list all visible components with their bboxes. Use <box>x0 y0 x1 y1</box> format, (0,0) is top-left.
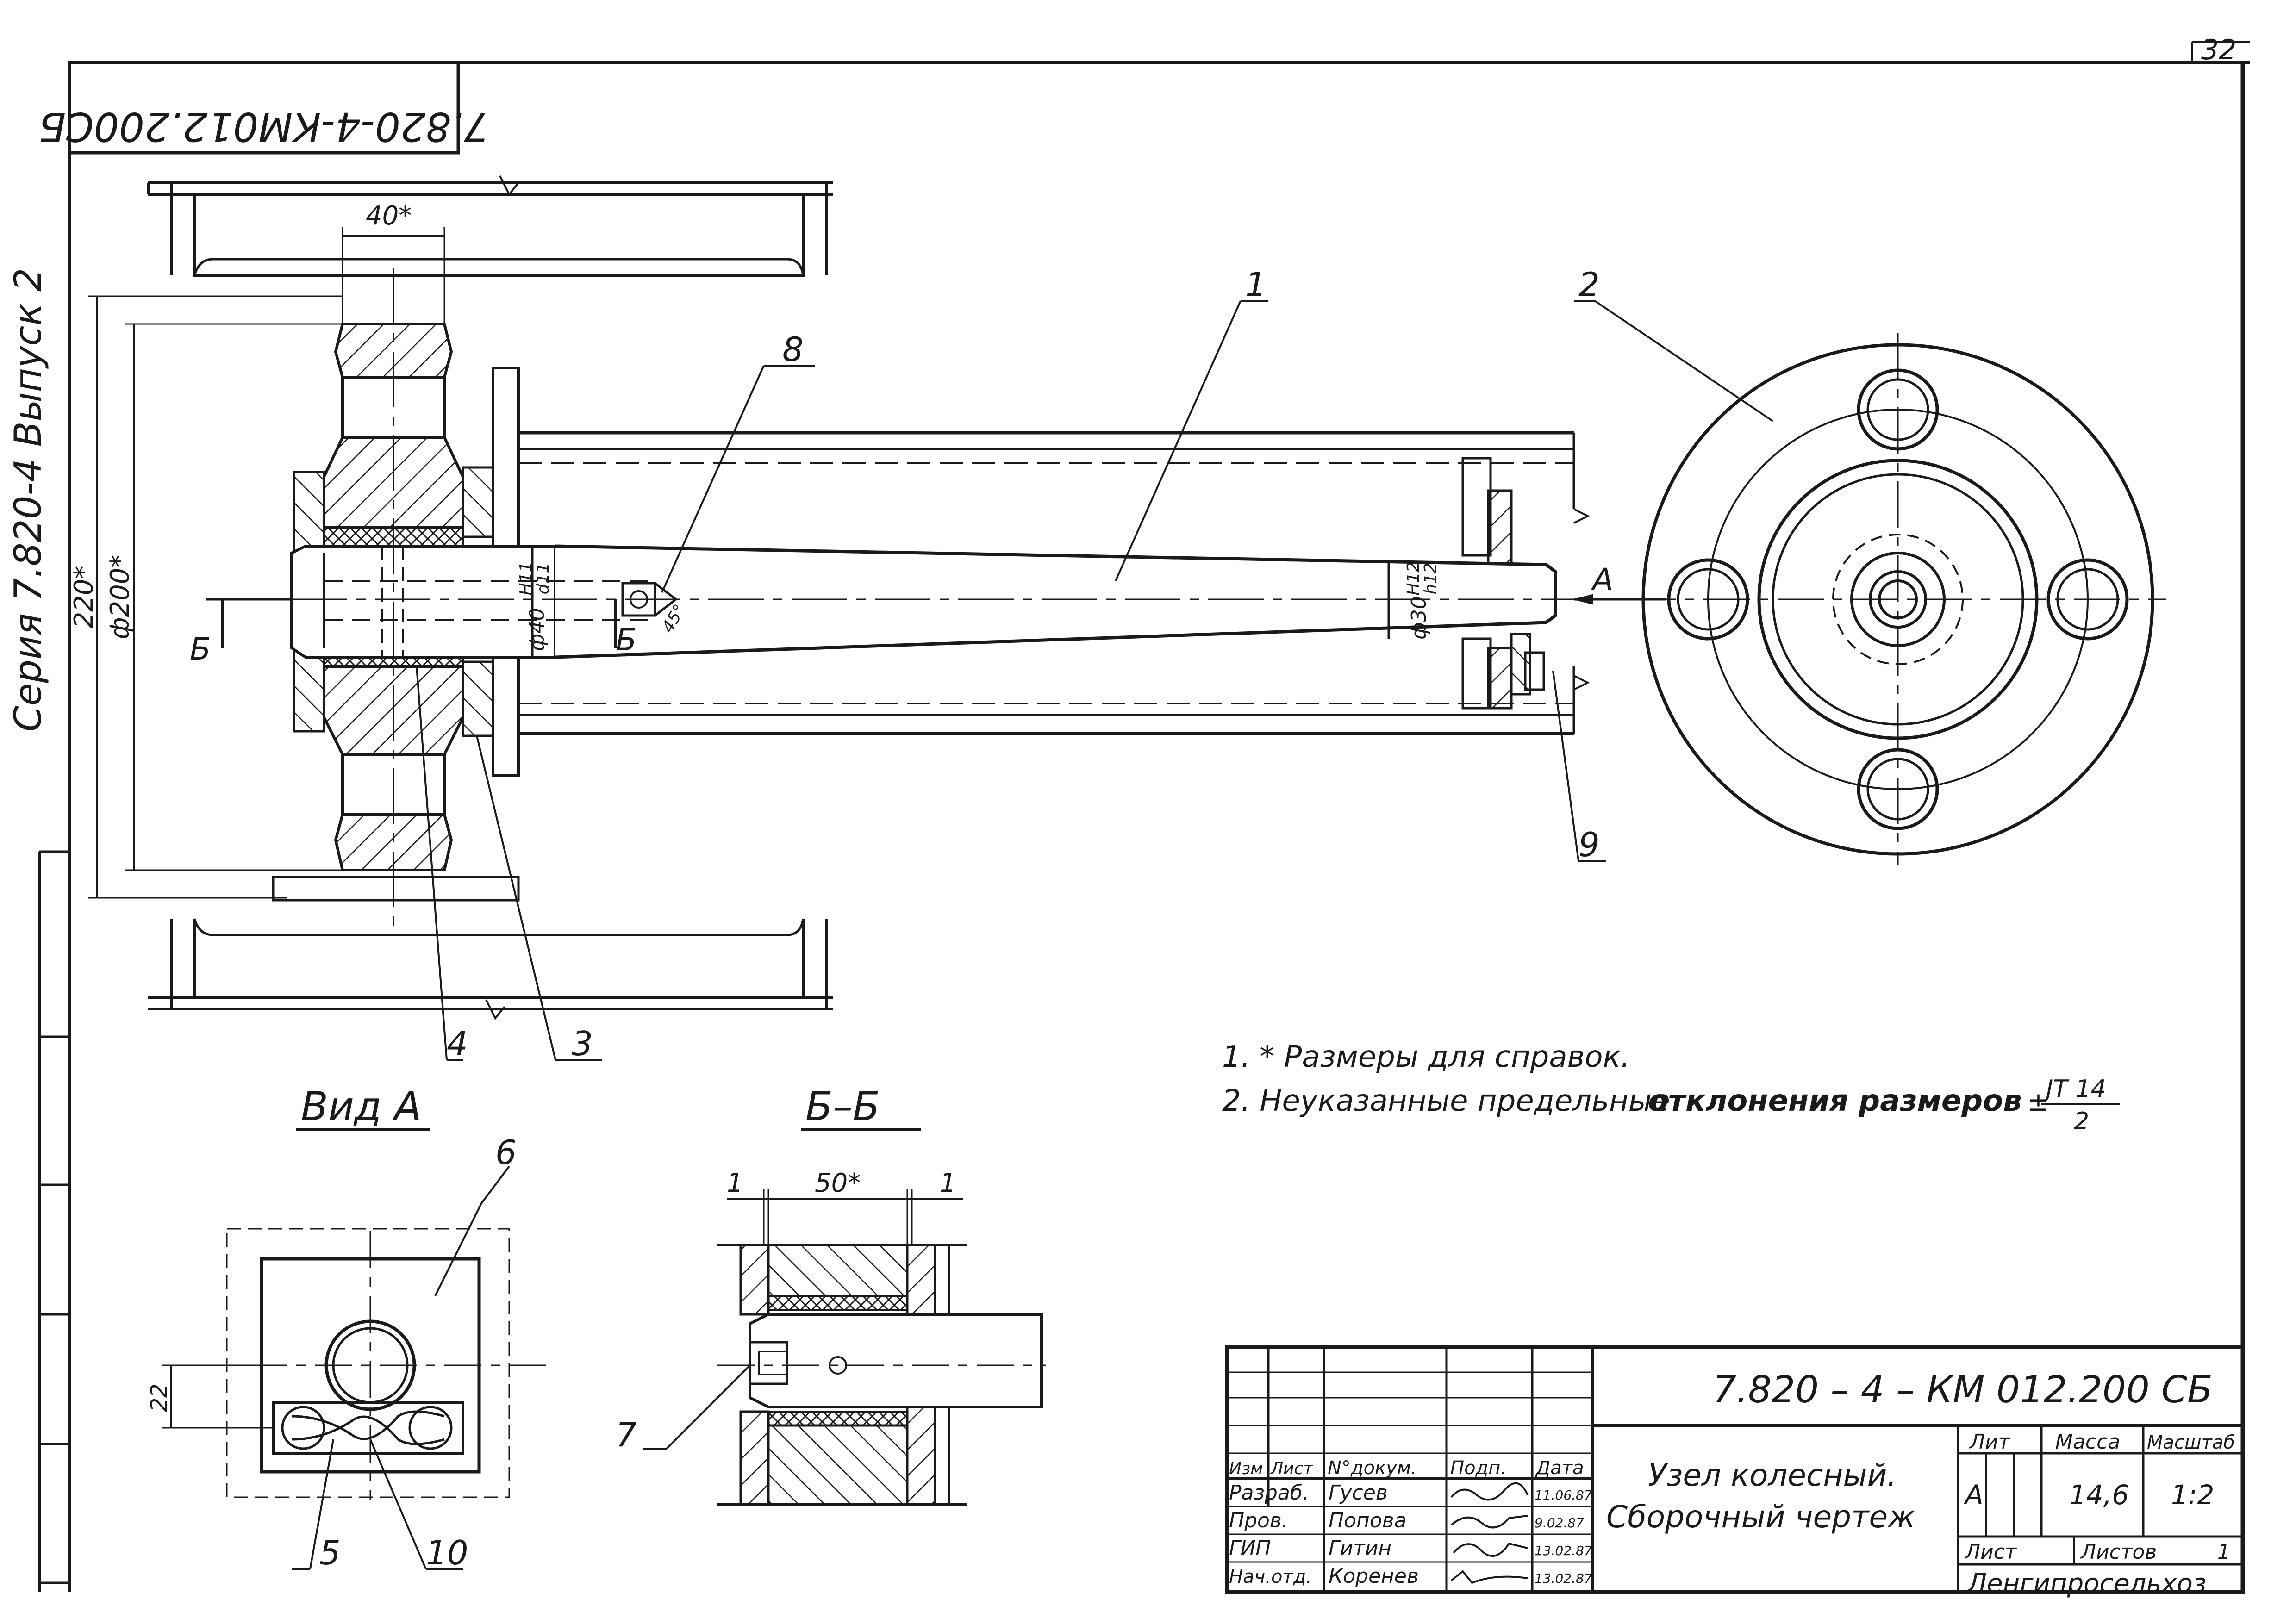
sheet-label: Лист <box>1964 1540 2017 1564</box>
main-view <box>88 175 1666 1061</box>
fit-h12b: h12 <box>1421 563 1440 595</box>
row-date-1: 11.06.87 <box>1535 1488 1592 1503</box>
note-2-bold: отклонения размеров <box>1648 1084 2022 1118</box>
callout-7: 7 <box>616 1415 637 1454</box>
dim-50: 50* <box>815 1168 861 1198</box>
sheets-label: Листов <box>2080 1540 2157 1564</box>
callout-5: 5 <box>319 1533 341 1572</box>
row-name-3: Гитин <box>1329 1537 1391 1560</box>
view-mark-a: А <box>1591 562 1613 597</box>
note-2-prefix: 2. Неуказанные предельные <box>1222 1084 1670 1118</box>
series-side-label: Серия 7.820-4 Выпуск 2 <box>6 268 50 732</box>
hdr-list: Лист <box>1270 1459 1313 1478</box>
dim-30-fit: ф30 <box>1407 596 1431 640</box>
lit-label: Лит <box>1969 1430 2011 1454</box>
scale-label: Масштаб <box>2147 1432 2235 1453</box>
designation-top: 7.820-4-КМ012.200СБ <box>39 103 489 149</box>
section-mark-b-right: Б <box>616 622 636 658</box>
signatures <box>1450 1482 1529 1584</box>
dim-1b: 1 <box>940 1168 956 1198</box>
row-date-2: 9.02.87 <box>1535 1515 1584 1531</box>
dim-22: 22 <box>146 1383 172 1412</box>
callout-4: 4 <box>447 1024 468 1063</box>
callout-8: 8 <box>782 330 804 369</box>
dim-220: 220* <box>69 566 99 629</box>
flange-end-view <box>1574 300 2166 865</box>
view-a-title: Вид А <box>301 1083 422 1130</box>
row-name-1: Гусев <box>1329 1481 1388 1505</box>
dim-1a: 1 <box>727 1168 743 1198</box>
dim-40-fit: ф40 <box>525 608 549 651</box>
hdr-izm: Изм <box>1229 1459 1263 1478</box>
note-2-denominator: 2 <box>2074 1108 2089 1135</box>
row-role-2: Пров. <box>1229 1509 1288 1532</box>
hdr-doc: N°докум. <box>1328 1457 1417 1479</box>
callout-3: 3 <box>572 1024 593 1063</box>
fit-h12: H12 <box>1404 562 1423 596</box>
page-number: 32 <box>2201 34 2236 66</box>
hdr-sign: Подп. <box>1450 1457 1506 1479</box>
dim-200: ф200* <box>105 555 135 640</box>
mass-value: 14,6 <box>2069 1479 2129 1511</box>
callout-9: 9 <box>1578 825 1600 864</box>
dim-40: 40* <box>366 201 412 231</box>
title-block <box>1225 1345 2245 1594</box>
row-name-2: Попова <box>1329 1509 1407 1532</box>
row-date-4: 13.02.87 <box>1535 1571 1592 1586</box>
mass-label: Масса <box>2055 1430 2120 1454</box>
section-bb-title: Б–Б <box>805 1083 880 1130</box>
note-2-numerator: JT 14 <box>2042 1075 2106 1103</box>
section-mark-b-left: Б <box>190 631 211 667</box>
fit-h11: H11 <box>517 562 536 596</box>
sheets-value: 1 <box>2217 1540 2230 1564</box>
organization: Ленгипросельхоз <box>1966 1568 2207 1599</box>
callout-6: 6 <box>495 1133 517 1172</box>
row-role-1: Разраб. <box>1229 1481 1309 1505</box>
row-name-4: Коренев <box>1329 1564 1419 1588</box>
hdr-date: Дата <box>1535 1457 1584 1479</box>
fit-d11: d11 <box>534 563 553 595</box>
scale-value: 1:2 <box>2171 1479 2214 1511</box>
section-bb-drawing <box>643 1189 1046 1506</box>
callout-10: 10 <box>426 1533 468 1572</box>
row-date-3: 13.02.87 <box>1535 1543 1592 1558</box>
callout-2: 2 <box>1578 265 1600 304</box>
title-name-line2: Сборочный чертеж <box>1606 1499 1915 1535</box>
row-role-4: Нач.отд. <box>1229 1566 1312 1587</box>
callout-1: 1 <box>1245 265 1267 304</box>
sheet-frame <box>38 41 2250 1592</box>
note-1: 1. * Размеры для справок. <box>1222 1040 1630 1074</box>
lit-value: А <box>1963 1479 1984 1511</box>
note-2-pm: ± <box>2028 1087 2049 1117</box>
title-name-line1: Узел колесный. <box>1648 1457 1897 1493</box>
view-a-drawing <box>162 1165 555 1570</box>
row-role-3: ГИП <box>1229 1537 1271 1560</box>
title-designation: 7.820 – 4 – КМ 012.200 СБ <box>1713 1368 2213 1411</box>
